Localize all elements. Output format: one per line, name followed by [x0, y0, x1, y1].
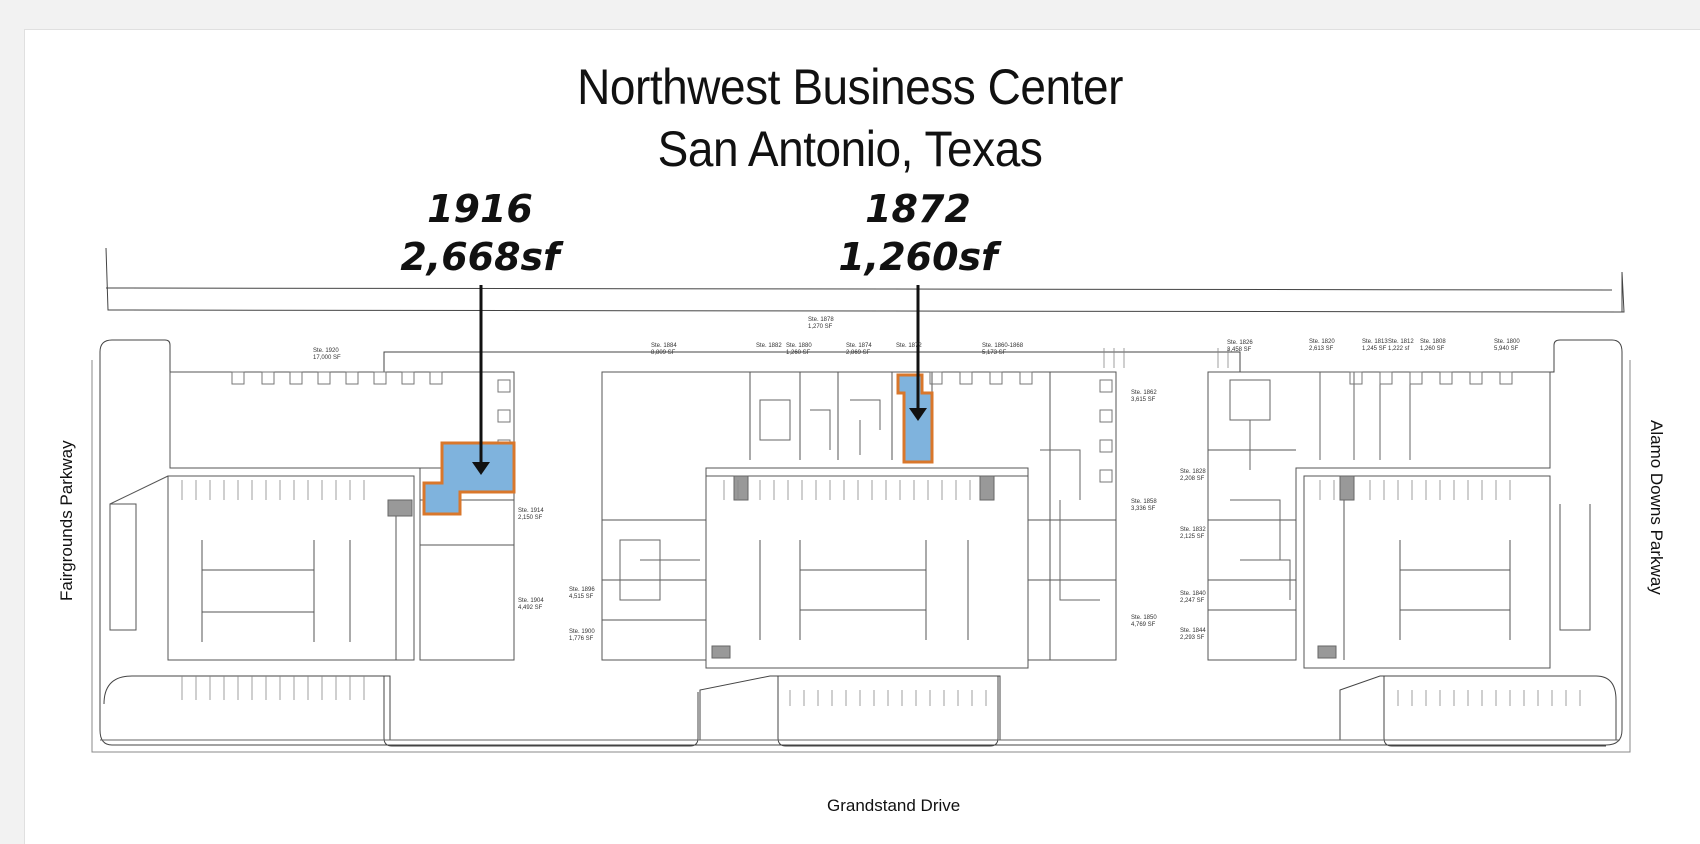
callout-suite-area: 1,260sf — [838, 235, 998, 279]
suite-label-ste: Ste. 1826 — [1227, 340, 1253, 346]
suite-label-ste: Ste. 1914 — [518, 508, 544, 514]
suite-label-ste: Ste. 1882 — [756, 343, 782, 349]
suite-1872-highlight — [896, 373, 934, 464]
suite-label-sf: 5,173 SF — [982, 350, 1007, 356]
street-label-grandstand-drive: Grandstand Drive — [827, 796, 961, 815]
suite-label-ste: Ste. 1896 — [569, 587, 595, 593]
building-east — [1207, 371, 1551, 661]
suite-label-ste: Ste. 1874 — [846, 343, 872, 349]
callout-suite-1916: 1916 2,668sf — [400, 185, 560, 281]
suite-label-ste: Ste. 1832 — [1180, 527, 1206, 533]
callout-suite-number: 1916 — [427, 187, 533, 231]
suite-label-ste: Ste. 1920 — [313, 348, 339, 354]
suite-label-ste: Ste. 1884 — [651, 343, 677, 349]
building-center — [601, 371, 1117, 661]
suite-label-ste: Ste. 1878 — [808, 317, 834, 323]
suite-label-ste: Ste. 1872 — [896, 343, 922, 349]
street-label-alamo-downs-parkway: Alamo Downs Parkway — [1647, 420, 1666, 595]
parking-center — [705, 475, 1029, 669]
suite-label-ste: Ste. 1900 — [569, 629, 595, 635]
suite-label-ste: Ste. 1862 — [1131, 390, 1157, 396]
suite-label-sf: 1,270 SF — [808, 324, 833, 330]
arrow-head-1916 — [472, 462, 490, 475]
suite-label-sf: 5,940 SF — [1494, 346, 1519, 352]
suite-label-sf: 2,613 SF — [1309, 346, 1334, 352]
suite-label-sf: 1,260 SF — [1420, 346, 1445, 352]
suite-label-sf: 2,247 SF — [1180, 598, 1205, 604]
suite-label-sf: 2,150 SF — [518, 515, 543, 521]
parking-east — [1303, 475, 1591, 669]
suite-label-sf: 1,260 SF — [786, 350, 811, 356]
page-title: Northwest Business Center — [577, 59, 1123, 115]
suite-label-ste: Ste. 1844 — [1180, 628, 1206, 634]
suite-label-ste: Ste. 1828 — [1180, 469, 1206, 475]
suite-label-ste: Ste. 1880 — [786, 343, 812, 349]
suite-label-sf: 2,293 SF — [1180, 635, 1205, 641]
callout-arrows — [472, 285, 927, 475]
suite-label-ste: Ste. 1800 — [1494, 339, 1520, 345]
suite-label-sf: 4,515 SF — [569, 594, 594, 600]
building-west — [169, 371, 515, 661]
suite-label-sf: 3,458 SF — [1227, 347, 1252, 353]
north-road-edge — [105, 247, 1625, 313]
suite-label-sf: 1,222 sf — [1388, 346, 1410, 352]
suite-label-sf: 4,769 SF — [1131, 622, 1156, 628]
suite-label-ste: Ste. 1840 — [1180, 591, 1206, 597]
suite-label-ste: Ste. 1850 — [1131, 615, 1157, 621]
parking-stalls — [181, 348, 1581, 706]
suite-label-ste: Ste. 1860-1868 — [982, 343, 1024, 349]
suite-label-sf: 3,615 SF — [1131, 397, 1156, 403]
site-perimeter — [99, 339, 1623, 746]
suite-label-sf: 17,000 SF — [313, 355, 341, 361]
suite-label-sf: 8,809 SF — [651, 350, 676, 356]
suite-label-sf: 4,492 SF — [518, 605, 543, 611]
suite-label-ste: Ste. 1820 — [1309, 339, 1335, 345]
callout-suite-1872: 1872 1,260sf — [838, 185, 998, 281]
suite-label-sf: 2,125 SF — [1180, 534, 1205, 540]
callout-suite-area: 2,668sf — [400, 235, 560, 279]
suite-label-sf: 1,245 SF — [1362, 346, 1387, 352]
street-label-fairgrounds-parkway: Fairgrounds Parkway — [57, 440, 76, 601]
suite-label-ste: Ste. 1808 — [1420, 339, 1446, 345]
drawing-sheet — [24, 29, 1700, 844]
arrow-head-1872 — [909, 408, 927, 421]
suite-label-ste: Ste. 1812 — [1388, 339, 1414, 345]
suite-1916-highlight — [422, 441, 516, 516]
suite-label-sf: 2,208 SF — [1180, 476, 1205, 482]
parking-west — [109, 475, 415, 661]
page-subtitle: San Antonio, Texas — [657, 121, 1043, 177]
suite-label-sf: 1,776 SF — [569, 636, 594, 642]
suite-label-sf: 2,869 SF — [846, 350, 871, 356]
suite-label-ste: Ste. 1813 — [1362, 339, 1388, 345]
callout-suite-number: 1872 — [865, 187, 971, 231]
suite-label-ste: Ste. 1904 — [518, 598, 544, 604]
suite-label-sf: 3,336 SF — [1131, 506, 1156, 512]
suite-label-ste: Ste. 1858 — [1131, 499, 1157, 505]
